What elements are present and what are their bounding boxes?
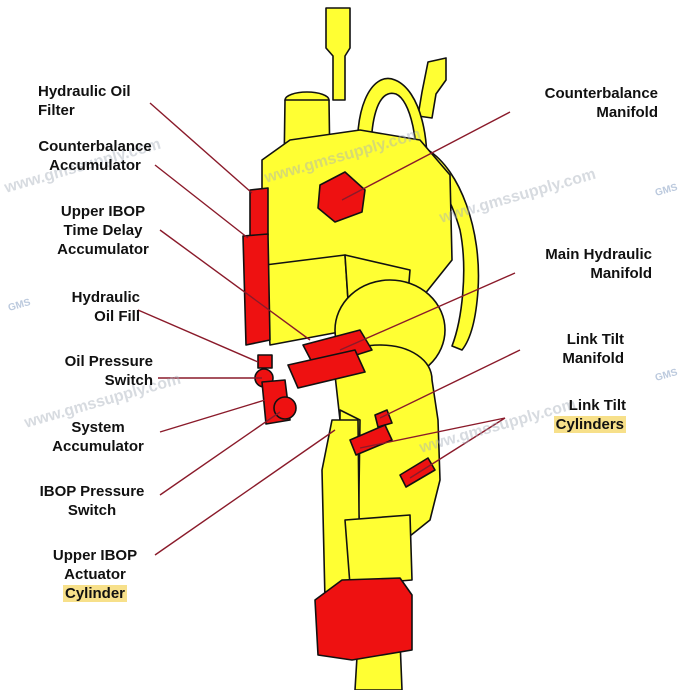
upper-ibop-actuator-part	[314, 577, 413, 661]
label-ibop-pressure-switch: IBOP Pressure Switch	[39, 483, 145, 519]
label-link-tilt-cylinders: Link Tilt Cylinders	[553, 397, 626, 433]
label-hydraulic-oil-filter: Hydraulic Oil Filter	[38, 83, 131, 119]
top-rod-right	[417, 57, 447, 119]
label-hydraulic-oil-fill: Hydraulic Oil Fill	[71, 289, 140, 325]
hydraulic-oil-fill-part	[257, 354, 273, 369]
hydraulic-oil-filter-part	[249, 187, 269, 237]
label-counterbalance-accumulator: Counterbalance Accumulator	[38, 138, 152, 174]
leader-lines	[137, 102, 521, 556]
label-upper-ibop-actuator-cylinder: Upper IBOP Actuator Cylinder	[52, 547, 138, 602]
counterbalance-manifold-part	[317, 171, 366, 223]
counterbalance-accumulator-part	[242, 233, 271, 346]
label-counterbalance-manifold: Counterbalance Manifold	[544, 85, 658, 121]
manifold-fins	[287, 349, 366, 389]
lower-stem	[344, 514, 413, 586]
label-upper-ibop-time-delay-accumulator: Upper IBOP Time Delay Accumulator	[57, 203, 149, 258]
label-oil-pressure-switch: Oil Pressure Switch	[64, 353, 153, 389]
label-system-accumulator: System Accumulator	[52, 419, 144, 455]
label-main-hydraulic-manifold: Main Hydraulic Manifold	[545, 246, 652, 282]
label-link-tilt-manifold: Link Tilt Manifold	[562, 331, 624, 367]
ibop-pressure-switch-part	[273, 396, 297, 420]
top-rod-left	[325, 7, 351, 101]
